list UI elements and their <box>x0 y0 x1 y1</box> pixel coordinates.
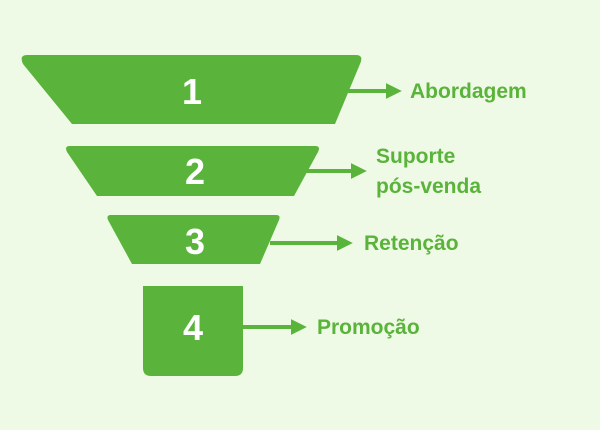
stage-2-number: 2 <box>184 151 206 192</box>
funnel-stage-1 <box>21 55 362 124</box>
stage-1-number: 1 <box>181 71 203 112</box>
stage-4-label: Promoção <box>317 316 420 339</box>
stage-2-label-line-1: Suporte <box>376 145 456 168</box>
stage-3-number: 3 <box>184 221 206 262</box>
stage-4-number: 4 <box>182 307 204 348</box>
funnel-stage-4 <box>143 286 243 376</box>
stage-1-label: Abordagem <box>410 80 527 103</box>
funnel-stage-3 <box>107 215 280 264</box>
stage-2-label-line-2: pós-venda <box>376 175 482 198</box>
stage-3-label: Retenção <box>364 232 459 255</box>
funnel-stage-2 <box>66 146 319 196</box>
